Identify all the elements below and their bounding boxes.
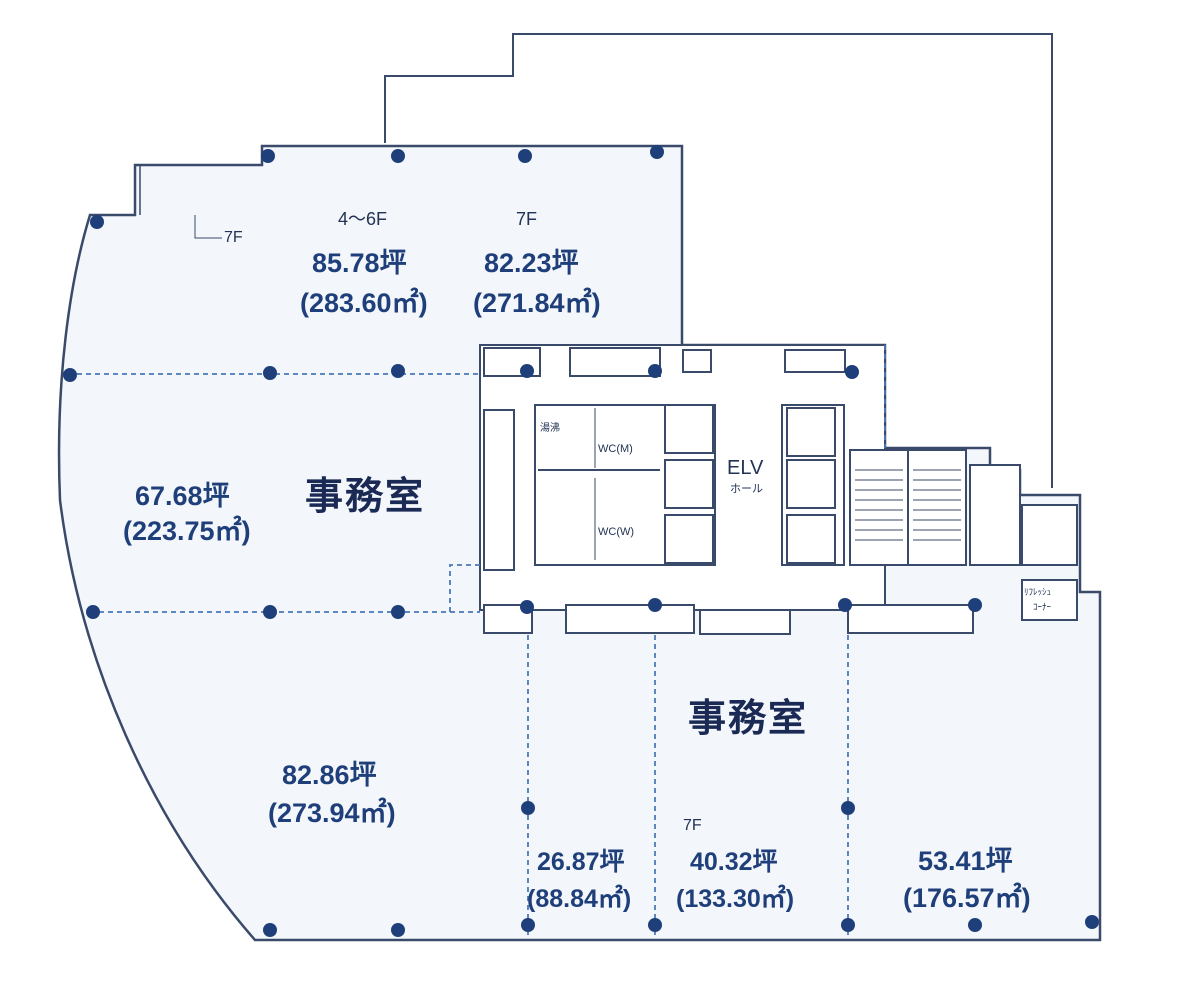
label-wc-m: WC(M) — [598, 443, 633, 455]
label-refresh-1: ﾘﾌﾚｯｼｭ — [1024, 587, 1052, 597]
room-label-left: 事務室 — [305, 476, 426, 518]
area-mid-left-m2: (223.75㎡) — [123, 516, 251, 546]
area-b3-tsubo: 53.41坪 — [918, 846, 1013, 876]
area-top-right-m2: (271.84㎡) — [473, 288, 601, 318]
label-floor-4-6: 4～6F — [338, 209, 388, 229]
label-floor-7-top: 7F — [516, 209, 538, 229]
columns — [63, 145, 1099, 937]
area-bottom-left-tsubo: 82.86坪 — [282, 760, 377, 790]
label-elv: ELV — [727, 457, 764, 479]
area-b1-m2: (88.84㎡) — [527, 885, 632, 913]
area-b2-tsubo: 40.32坪 — [690, 848, 778, 876]
balcony-outline — [139, 164, 262, 239]
area-top-left-m2: (283.60㎡) — [300, 288, 428, 318]
area-b3-m2: (176.57㎡) — [903, 883, 1031, 913]
area-top-right-tsubo: 82.23坪 — [484, 248, 579, 278]
label-boiler: 湯沸 — [540, 423, 560, 434]
label-wc-w: WC(W) — [598, 526, 635, 538]
label-refresh-2: ｺｰﾅｰ — [1033, 602, 1052, 612]
area-bottom-left-m2: (273.94㎡) — [268, 798, 396, 828]
area-b2-m2: (133.30㎡) — [676, 885, 795, 913]
label-floor-7-left: 7F — [224, 229, 243, 246]
area-mid-left-tsubo: 67.68坪 — [135, 481, 230, 511]
label-floor-7-bottom: 7F — [683, 817, 702, 834]
upper-building-outline — [384, 33, 1053, 488]
room-label-bottom: 事務室 — [688, 698, 809, 740]
area-top-left-tsubo: 85.78坪 — [312, 248, 407, 278]
label-elv-hall: ホール — [730, 483, 763, 495]
partition-lines — [68, 345, 886, 935]
stairs — [855, 469, 961, 541]
area-b1-tsubo: 26.87坪 — [537, 848, 625, 876]
